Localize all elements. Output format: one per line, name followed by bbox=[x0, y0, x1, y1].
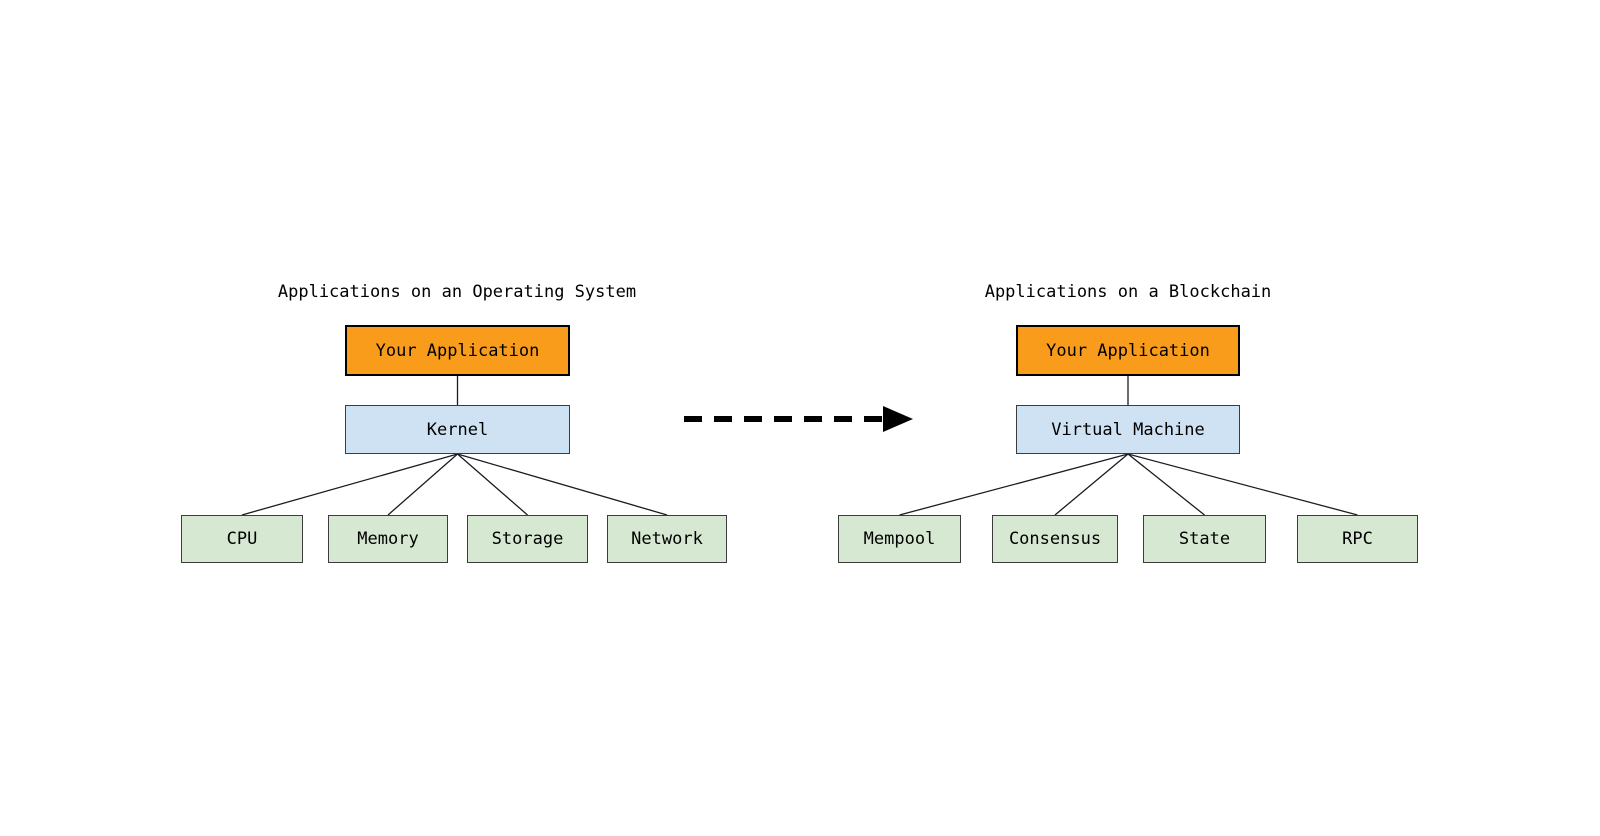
edge-kernel-memory bbox=[387, 453, 458, 516]
arrow-head bbox=[883, 406, 913, 432]
edge-vm-consensus bbox=[1054, 453, 1129, 516]
mempool-node: Mempool bbox=[838, 515, 961, 563]
edge-kernel-network bbox=[457, 453, 668, 516]
kernel-node: Kernel bbox=[345, 405, 570, 454]
storage-node: Storage bbox=[467, 515, 588, 563]
edge-vm-rpc bbox=[1127, 453, 1358, 516]
edge-kernel-cpu bbox=[241, 453, 458, 516]
memory-node: Memory bbox=[328, 515, 448, 563]
dashed-right-arrow-icon bbox=[684, 406, 913, 432]
edge-vm-mempool bbox=[899, 453, 1129, 516]
virtual-machine-node: Virtual Machine bbox=[1016, 405, 1240, 454]
right-diagram-title: Applications on a Blockchain bbox=[984, 282, 1272, 302]
consensus-node: Consensus bbox=[992, 515, 1118, 563]
network-node: Network bbox=[607, 515, 727, 563]
right-your-application-node: Your Application bbox=[1016, 325, 1240, 376]
edge-vm-state bbox=[1127, 453, 1205, 516]
rpc-node: RPC bbox=[1297, 515, 1418, 563]
left-tree-edges bbox=[241, 376, 668, 516]
right-tree-edges bbox=[899, 376, 1358, 516]
edge-kernel-storage bbox=[457, 453, 528, 516]
left-diagram-title: Applications on an Operating System bbox=[277, 282, 637, 302]
left-your-application-node: Your Application bbox=[345, 325, 570, 376]
state-node: State bbox=[1143, 515, 1266, 563]
cpu-node: CPU bbox=[181, 515, 303, 563]
